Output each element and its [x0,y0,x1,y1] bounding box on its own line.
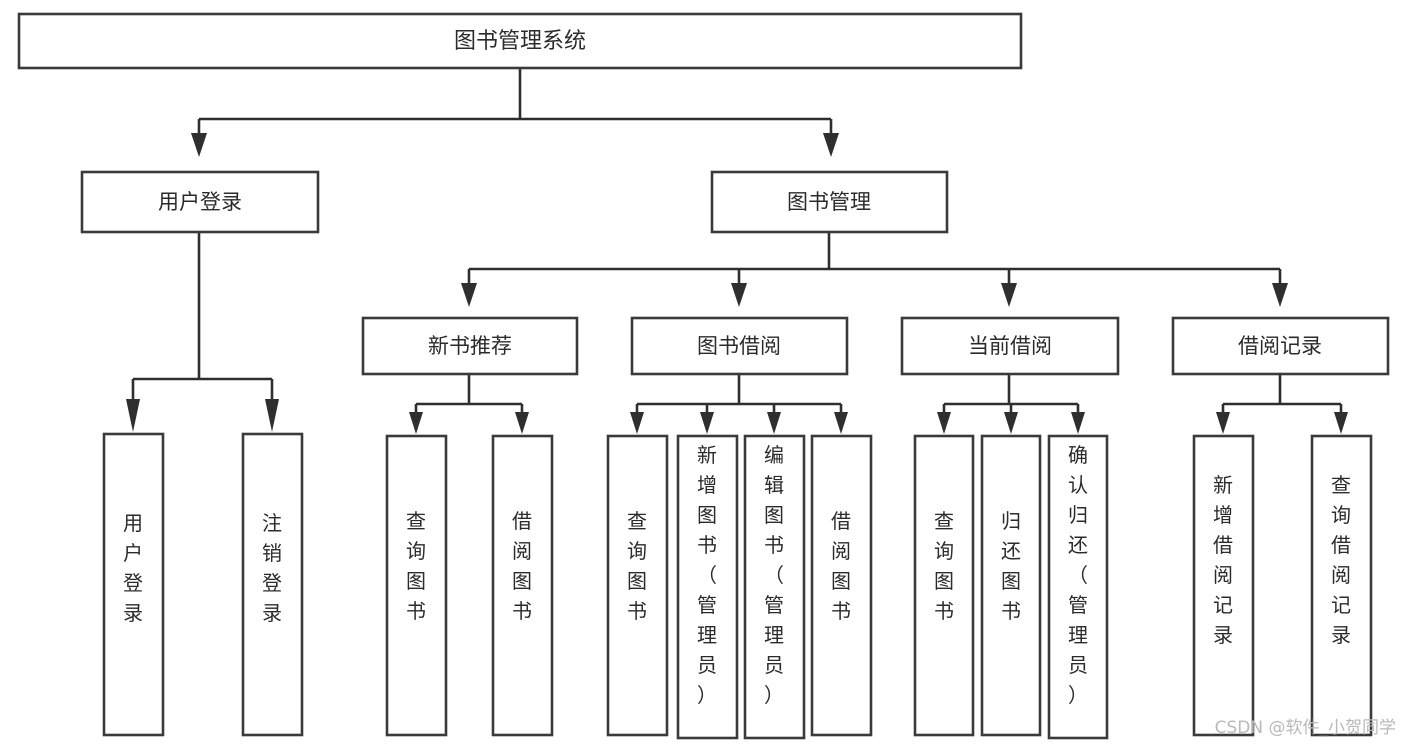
arrow-head-user-login [191,133,207,157]
leaf-query-book-1[interactable]: 查询图书 [385,434,448,737]
leaf-borrow-book-1-box[interactable] [491,434,554,737]
arrow-head-borrow-record [1272,283,1288,307]
node-book-manage-box[interactable] [710,170,949,234]
leaf-borrow-book-2[interactable]: 借阅图书 [810,434,873,737]
node-borrow-record-label: 借阅记录 [1238,334,1322,358]
leaf-borrow-book-2-label: 借阅图书 [831,509,851,623]
node-book-manage[interactable]: 图书管理 [710,170,949,234]
connector-group-book-manage [461,233,1288,307]
node-user-login-box[interactable] [80,170,320,234]
leaf-add-record-box[interactable] [1192,434,1255,737]
leaf-query-book-2[interactable]: 查询图书 [606,434,669,737]
leaf-confirm-return[interactable]: 确认归还（管理员） [1047,434,1109,740]
leaf-return-book-label: 归还图书 [1001,509,1021,623]
leaf-return-book[interactable]: 归还图书 [980,434,1042,737]
node-root-box[interactable] [17,12,1023,70]
connector-group-new-book-recommend [409,375,529,434]
leaf-query-record[interactable]: 查询借阅记录 [1310,434,1373,737]
leaf-confirm-return-box[interactable] [1047,434,1109,740]
leaf-query-book-1-label: 查询图书 [406,509,426,623]
node-current-borrow[interactable]: 当前借阅 [900,316,1120,376]
leaf-user-login-label: 用户登录 [123,511,143,625]
node-book-borrow-label: 图书借阅 [697,334,781,358]
arrow-head-leaf-borrow-book-1 [515,412,529,434]
arrow-head-book-manage [823,133,839,157]
leaf-user-login[interactable]: 用户登录 [102,432,165,737]
leaf-borrow-book-1-label: 借阅图书 [512,509,532,623]
node-book-manage-label: 图书管理 [787,190,871,214]
leaf-query-book-3-box[interactable] [913,434,975,737]
arrow-head-leaf-borrow-book-2 [834,412,848,434]
arrow-head-leaf-query-book-3 [937,412,951,434]
node-current-borrow-label: 当前借阅 [968,334,1052,358]
leaf-add-book-label: 新增图书（管理员） [697,443,717,707]
leaf-query-record-label: 查询借阅记录 [1331,473,1351,647]
leaf-logout-login-box[interactable] [241,432,304,737]
leaf-query-book-2-label: 查询图书 [627,509,647,623]
connector-group-book-borrow [630,375,848,434]
node-book-borrow-box[interactable] [630,316,849,376]
node-new-book-recommend-label: 新书推荐 [428,334,512,358]
leaf-edit-book-label: 编辑图书（管理员） [764,443,784,707]
node-book-borrow[interactable]: 图书借阅 [630,316,849,376]
leaf-edit-book[interactable]: 编辑图书（管理员） [743,434,806,740]
arrow-head-leaf-add-record [1216,412,1230,434]
node-new-book-recommend-box[interactable] [361,316,579,376]
connector-group-root [191,69,839,157]
leaf-logout-login-label: 注销登录 [262,511,282,625]
node-current-borrow-box[interactable] [900,316,1120,376]
leaf-query-book-3-label: 查询图书 [934,509,954,623]
node-borrow-record[interactable]: 借阅记录 [1171,316,1390,376]
leaf-logout-login[interactable]: 注销登录 [241,432,304,737]
leaf-add-record[interactable]: 新增借阅记录 [1192,434,1255,737]
leaf-add-book-box[interactable] [676,434,739,740]
arrow-head-leaf-return-book [1004,412,1018,434]
node-new-book-recommend[interactable]: 新书推荐 [361,316,579,376]
leaf-add-book[interactable]: 新增图书（管理员） [676,434,739,740]
leaf-query-record-box[interactable] [1310,434,1373,737]
leaf-query-book-2-box[interactable] [606,434,669,737]
arrow-head-current-borrow [1001,283,1017,307]
node-root-label: 图书管理系统 [454,29,586,54]
arrow-head-leaf-query-record [1334,412,1348,434]
leaf-add-record-label: 新增借阅记录 [1213,473,1233,647]
arrow-head-leaf-query-book-1 [409,412,423,434]
csdn-watermark: CSDN @软件_小贺同学 [1215,718,1396,738]
leaf-query-book-1-box[interactable] [385,434,448,737]
arrow-head-new-book-recommend [461,283,477,307]
leaf-edit-book-box[interactable] [743,434,806,740]
node-user-login[interactable]: 用户登录 [80,170,320,234]
arrow-head-leaf-edit-book [767,412,781,434]
arrow-head-leaf-confirm-return [1071,412,1085,434]
arrow-head-book-borrow [731,283,747,307]
leaf-borrow-book-2-box[interactable] [810,434,873,737]
connector-group-current-borrow [937,375,1085,434]
arrow-head-leaf-logout-login [265,399,279,432]
leaf-borrow-book-1[interactable]: 借阅图书 [491,434,554,737]
leaf-confirm-return-label: 确认归还（管理员） [1068,443,1088,707]
arrow-head-leaf-query-book-2 [630,412,644,434]
arrow-head-leaf-add-book [700,412,714,434]
leaf-user-login-box[interactable] [102,432,165,737]
node-borrow-record-box[interactable] [1171,316,1390,376]
connector-group-user-login [126,233,279,432]
leaf-query-book-3[interactable]: 查询图书 [913,434,975,737]
arrow-head-leaf-user-login [126,399,140,432]
leaf-return-book-box[interactable] [980,434,1042,737]
connector-group-borrow-record [1216,375,1348,434]
node-user-login-label: 用户登录 [158,190,242,214]
node-root[interactable]: 图书管理系统 [17,12,1023,70]
